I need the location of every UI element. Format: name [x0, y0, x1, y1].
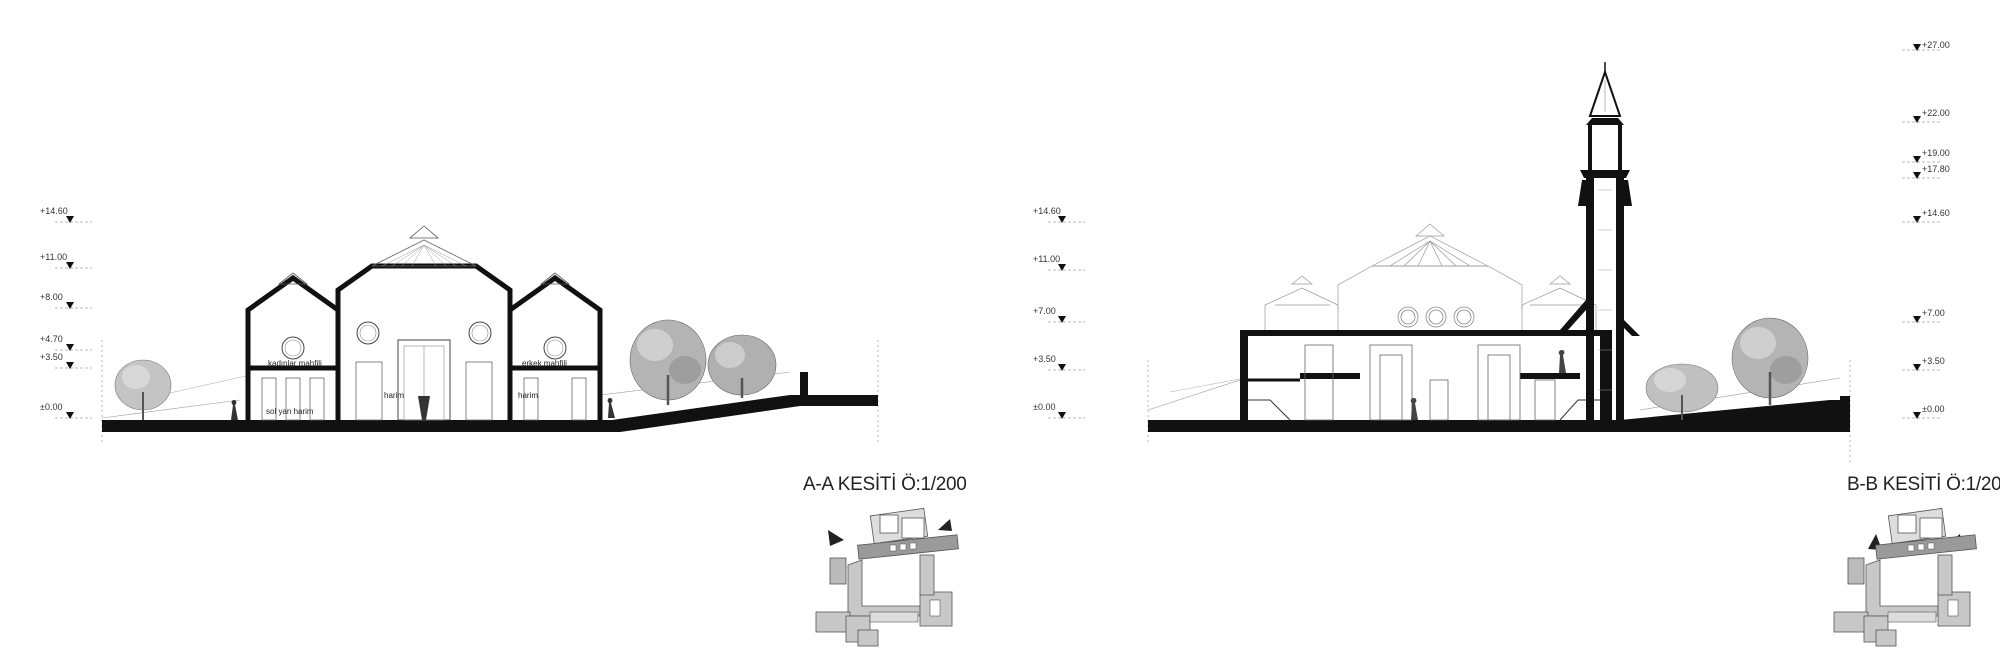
- level-label: +7.00: [1922, 308, 1945, 318]
- level-label: +14.60: [1922, 208, 1950, 218]
- room-label-sol-yan-harim: sol yan harim: [266, 407, 314, 416]
- level-label: +22.00: [1922, 108, 1950, 118]
- ground-slab: [102, 420, 620, 432]
- level-label: +7.00: [1033, 306, 1056, 316]
- level-label: ±0.00: [1033, 402, 1055, 412]
- central-hall: [335, 225, 513, 421]
- tree-icon: [1731, 317, 1809, 405]
- terrain-line: [169, 374, 251, 394]
- level-label: ±0.00: [1922, 404, 1944, 414]
- person-figure: [607, 398, 615, 418]
- level-label: +19.00: [1922, 148, 1950, 158]
- ground-slope: [612, 372, 878, 432]
- left-wing: [245, 272, 341, 421]
- ground-slope: [1620, 396, 1850, 432]
- level-label: +4.70: [40, 334, 63, 344]
- rose-windows: [1397, 306, 1475, 328]
- level-label: +3.50: [40, 352, 63, 362]
- person-figure: [1558, 350, 1566, 373]
- level-label: +3.50: [1922, 356, 1945, 366]
- room-label-kadinlar-mahfili: kadınlar mahfili: [268, 359, 322, 368]
- level-label: +11.00: [1033, 254, 1060, 264]
- person-figure: [231, 400, 238, 420]
- level-label: +11.00: [40, 252, 67, 262]
- tree-icon: [114, 359, 172, 420]
- level-label: ±0.00: [40, 402, 62, 412]
- level-label: +3.50: [1033, 354, 1056, 364]
- level-triangles-a: [66, 216, 74, 419]
- level-markers-a: [55, 221, 92, 419]
- level-label: +8.00: [40, 292, 63, 302]
- terrain-line: [1169, 377, 1246, 393]
- section-a: +14.60 +11.00 +8.00 +4.70 +3.50 ±0.00: [40, 206, 967, 647]
- key-plan-b: [1833, 507, 1977, 647]
- terrain-line: [101, 399, 241, 419]
- terrain-line: [1147, 379, 1241, 411]
- level-label: +14.60: [40, 206, 68, 216]
- room-label-harim: harim: [518, 391, 538, 400]
- person-figure: [1410, 398, 1418, 420]
- room-label-harim: harim: [384, 391, 404, 400]
- level-label: +17.80: [1922, 164, 1950, 174]
- right-wing: [507, 272, 603, 421]
- room-label-erkek-mahfili: erkek mahfili: [522, 359, 567, 368]
- section-title-a: A-A KESİTİ Ö:1/200: [803, 474, 967, 495]
- level-markers-b-left: [1048, 221, 1085, 419]
- section-b: +14.60 +11.00 +7.00 +3.50 ±0.00 +27.00: [1033, 40, 2000, 647]
- tree-icon: [707, 334, 777, 398]
- tree-icon: [1645, 363, 1719, 420]
- level-markers-b-right: [1902, 49, 1940, 419]
- tree-icon: [629, 319, 707, 405]
- section-title-b: B-B KESİTİ Ö:1/200: [1847, 474, 2000, 495]
- level-triangles-b-left: [1058, 216, 1066, 419]
- level-label: +14.60: [1033, 206, 1061, 216]
- level-triangles-b-right: [1913, 44, 1921, 419]
- prayer-hall-cut: [1240, 330, 1612, 421]
- minaret: [1560, 62, 1640, 420]
- key-plan-a: [815, 507, 959, 647]
- level-label: +27.00: [1922, 40, 1950, 50]
- background-roofs: [1264, 223, 1597, 330]
